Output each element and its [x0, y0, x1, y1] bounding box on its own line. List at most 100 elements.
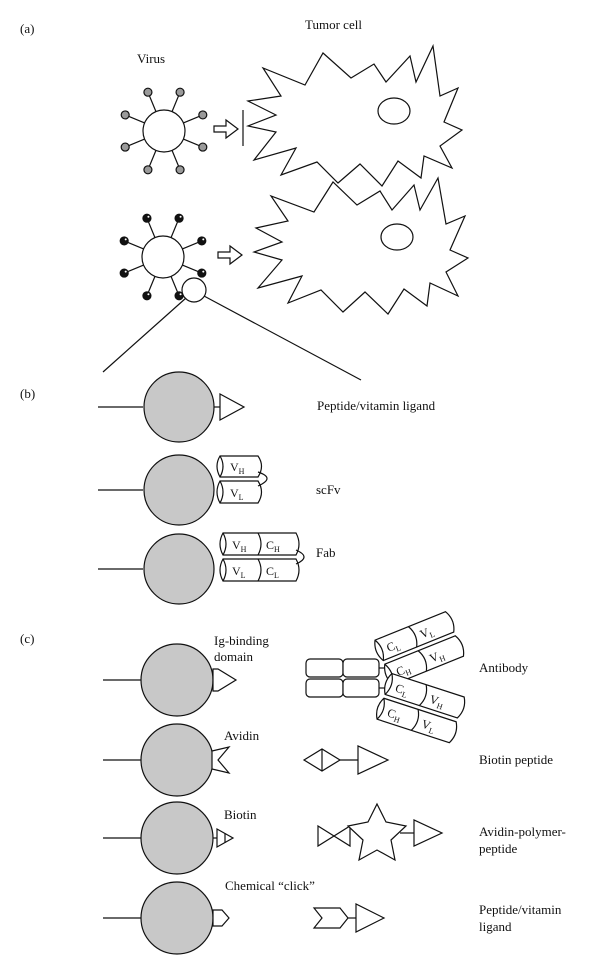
fiber-knob [143, 371, 215, 443]
vh-domain [216, 455, 263, 478]
fiber-spike [171, 95, 180, 112]
tumor-cell-label: Tumor cell [305, 17, 362, 32]
svg-text:VL: VL [419, 717, 437, 736]
panel-a-label: (a) [20, 21, 35, 36]
panel-b-label: (b) [20, 386, 36, 401]
fab-heavy-front [222, 532, 227, 556]
fiber-spike [128, 138, 145, 147]
fiber-knob [143, 533, 215, 605]
ch-text: CH [266, 538, 280, 554]
fab-arm-upper: CL VL CH VH [374, 610, 465, 686]
fiber-knob-dot [143, 87, 153, 97]
peptide-ligand-icon [219, 392, 246, 422]
zoom-line-left [102, 297, 187, 373]
scfv-linker [257, 471, 268, 487]
vh-text: VH [232, 538, 247, 554]
fiber-knob-dot [198, 142, 208, 152]
fiber-knob-dot [142, 213, 152, 223]
fab-linker [295, 549, 305, 565]
fiber-knob-dot [197, 268, 207, 278]
c-row-ig-binding [103, 643, 238, 717]
avidin-polymer-peptide-icon [317, 802, 444, 862]
vh-front [219, 455, 224, 478]
fc-block [342, 678, 380, 698]
arrow-entry [217, 244, 243, 266]
fiber-knob-dot [143, 165, 153, 175]
b-scfv-label: scFv [316, 482, 341, 497]
cl-text: CL [266, 564, 279, 580]
vl-text: VL [232, 564, 246, 580]
zoom-circle [181, 277, 207, 303]
ligand-dot [147, 215, 150, 218]
vl-text: VL [230, 486, 244, 502]
click-chevron [312, 907, 349, 929]
virus-targeted [119, 213, 207, 303]
b-row-fab: VH CH VL CL [98, 532, 305, 605]
c-row-avidin [103, 723, 231, 797]
svg-text:CL: CL [393, 681, 410, 700]
capsid [142, 109, 186, 153]
fiber-knob-dot [175, 87, 185, 97]
virus-untargeted [120, 87, 208, 175]
ig-binding-domain-icon [212, 668, 238, 692]
fiber-spike [127, 264, 144, 273]
c-antibody-label: Antibody [479, 660, 529, 675]
fiber-spike [182, 241, 199, 250]
antibody-icon: CL VL CH VH CL VH CH VL [305, 610, 466, 744]
peptide-triangle [355, 903, 386, 933]
fiber-spike [171, 150, 180, 167]
biotin-peptide-icon [302, 745, 390, 775]
fiber-knob-dot [175, 165, 185, 175]
fc-block [305, 658, 344, 678]
peptide-triangle [357, 745, 390, 775]
zoom-line-right [203, 295, 362, 381]
fiber-knob-dot [197, 236, 207, 246]
fiber-spike [170, 221, 179, 238]
c-avidin-polymer-label-line1: Avidin-polymer- [479, 824, 566, 839]
fiber-spike [127, 241, 144, 250]
peptide-triangle [413, 819, 444, 847]
c-row-click [103, 881, 230, 955]
c-click-label: Chemical “click” [225, 878, 315, 893]
fiber-knob [140, 643, 214, 717]
tumor-nucleus-bottom [380, 223, 414, 251]
arrow-blocked [213, 118, 239, 140]
tumor-cell-top [245, 43, 464, 187]
fiber-spike [170, 276, 179, 293]
fiber-knob [140, 801, 214, 875]
click-ligand-icon [312, 903, 386, 933]
fiber-knob-dot [120, 142, 130, 152]
ligand-dot [124, 270, 127, 273]
fiber-knob-dot [120, 110, 130, 120]
panel-c-label: (c) [20, 631, 35, 646]
ligand-dot [179, 293, 182, 296]
ligand-dot [202, 238, 205, 241]
fab-heavy-chain [219, 532, 300, 556]
ligand-dot [147, 293, 150, 296]
fiber-spike [147, 221, 156, 238]
vl-cl-divider [257, 558, 262, 582]
fiber-spike [128, 115, 145, 124]
fiber-knob [143, 454, 215, 526]
fiber-spike [183, 138, 200, 147]
b-peptide-label: Peptide/vitamin ligand [317, 398, 436, 413]
svg-text:VH: VH [427, 692, 446, 712]
ligand-dot [179, 215, 182, 218]
fiber-knob [140, 723, 214, 797]
polymer-star [346, 802, 408, 862]
capsid [141, 235, 185, 279]
c-click-ligand-label-line1: Peptide/vitamin [479, 902, 562, 917]
fiber-knob-dot [119, 236, 129, 246]
fiber-spike [182, 264, 199, 273]
fab-light-front [222, 558, 227, 582]
avidin-bowtie [317, 824, 351, 848]
c-biotin-label: Biotin [224, 807, 257, 822]
c-ig-binding-label-line1: Ig-binding [214, 633, 269, 648]
c-avidin-label: Avidin [224, 728, 260, 743]
fiber-spike [183, 115, 200, 124]
tumor-cell-bottom [252, 176, 470, 315]
c-row-biotin [103, 801, 235, 875]
vh-ch-divider [257, 532, 262, 556]
svg-text:CH: CH [385, 705, 403, 725]
